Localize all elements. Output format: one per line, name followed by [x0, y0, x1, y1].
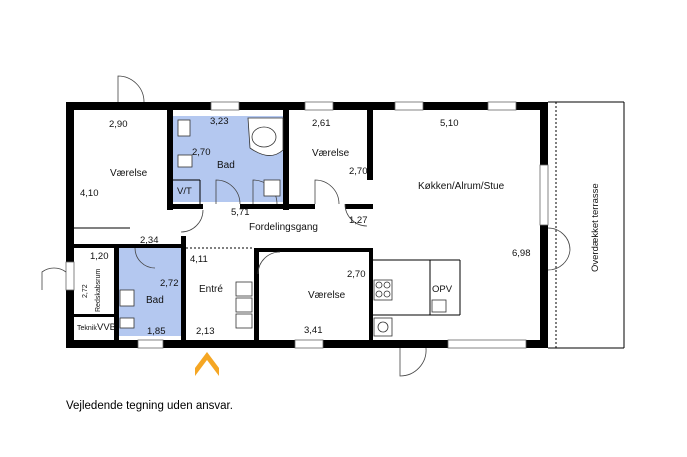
- svg-text:2,70: 2,70: [349, 166, 368, 177]
- thin-partitions: [74, 179, 461, 316]
- disclaimer-text: Vejledende tegning uden ansvar.: [66, 400, 233, 412]
- svg-text:Bad: Bad: [217, 160, 235, 171]
- svg-text:1,27: 1,27: [349, 215, 368, 226]
- svg-text:2,72: 2,72: [82, 284, 89, 298]
- svg-text:2,34: 2,34: [140, 235, 159, 246]
- toilet-icon-2: [119, 317, 135, 329]
- svg-text:5,10: 5,10: [440, 118, 459, 129]
- svg-text:Redskabsrum: Redskabsrum: [95, 269, 102, 312]
- svg-text:2,61: 2,61: [312, 118, 331, 129]
- svg-text:Værelse: Værelse: [110, 168, 148, 179]
- fixtures: [119, 117, 447, 337]
- svg-text:Fordelingsgang: Fordelingsgang: [249, 222, 318, 233]
- svg-text:Teknik: Teknik: [77, 325, 97, 332]
- svg-text:6,98: 6,98: [512, 248, 531, 259]
- svg-text:Værelse: Værelse: [308, 290, 346, 301]
- sink-icon-2: [119, 289, 135, 307]
- svg-text:Bad: Bad: [146, 295, 164, 306]
- svg-text:2,70: 2,70: [192, 147, 211, 158]
- svg-text:4,10: 4,10: [80, 188, 99, 199]
- sink-icon: [177, 119, 191, 137]
- floor-plan: 2,90 Værelse 4,10 3,23 2,70 Bad V/T 2,61…: [41, 75, 625, 377]
- svg-text:2,90: 2,90: [109, 119, 128, 130]
- svg-text:Værelse: Værelse: [312, 148, 350, 159]
- svg-text:Køkken/Alrum/Stue: Køkken/Alrum/Stue: [418, 181, 505, 192]
- svg-text:3,41: 3,41: [304, 325, 323, 336]
- toilet-icon: [177, 154, 193, 168]
- windows: [65, 101, 549, 349]
- svg-text:VVB: VVB: [97, 322, 116, 333]
- interior-walls: [74, 110, 373, 340]
- room-labels: 2,90 Værelse 4,10 3,23 2,70 Bad V/T 2,61…: [77, 116, 601, 337]
- svg-text:OPV: OPV: [432, 284, 453, 295]
- svg-text:2,70: 2,70: [347, 269, 366, 280]
- svg-text:V/T: V/T: [177, 186, 192, 197]
- svg-text:Overdækket terrasse: Overdækket terrasse: [590, 183, 601, 272]
- svg-text:2,13: 2,13: [196, 326, 215, 337]
- svg-text:5,71: 5,71: [231, 207, 250, 218]
- entrance-arrow: [195, 352, 219, 376]
- svg-text:4,11: 4,11: [190, 254, 208, 265]
- svg-text:1,85: 1,85: [147, 326, 166, 337]
- doors: [41, 75, 571, 377]
- svg-text:1,20: 1,20: [90, 251, 109, 262]
- svg-text:3,23: 3,23: [210, 116, 229, 127]
- svg-text:2,72: 2,72: [160, 278, 179, 289]
- covered-terrace: [548, 101, 625, 349]
- svg-text:Entré: Entré: [199, 284, 223, 295]
- kitchen-sink-icon: [431, 299, 447, 313]
